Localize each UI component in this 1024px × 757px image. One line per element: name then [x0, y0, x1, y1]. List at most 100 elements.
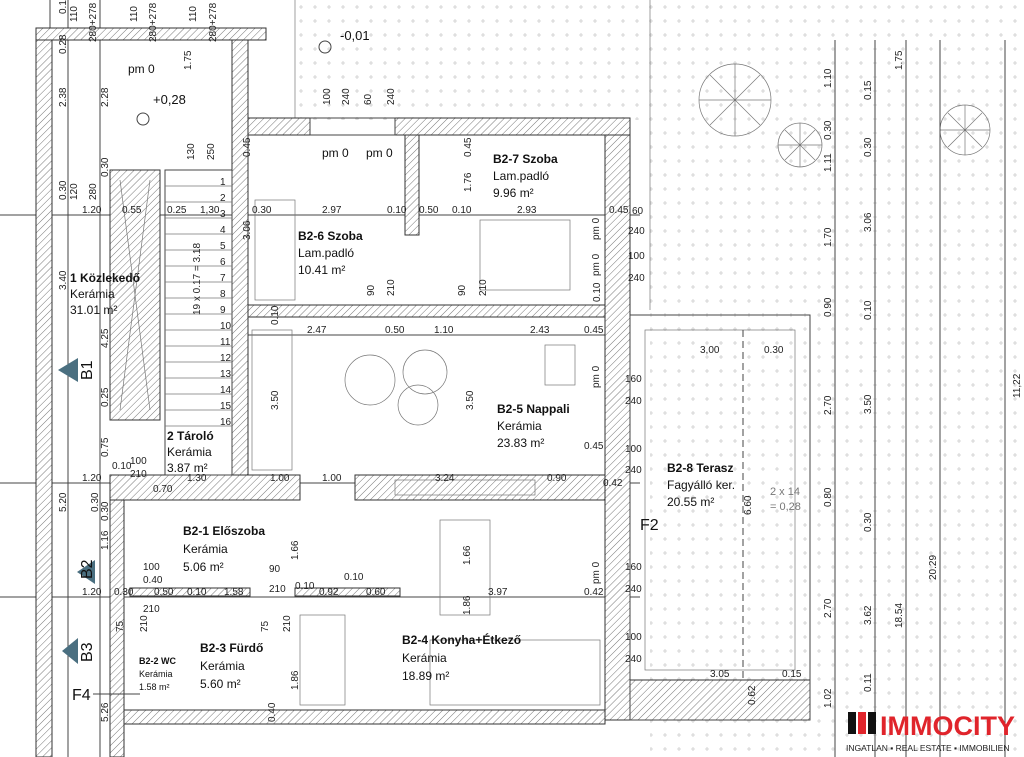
dimension-label: 0.11	[863, 673, 874, 692]
dimension-label: 0.10	[387, 205, 407, 216]
dimension-label: 110	[129, 6, 140, 22]
room-material: Kerámia	[139, 669, 173, 679]
room-title: 1 Közlekedő	[70, 271, 140, 285]
room-material: Kerámia	[402, 651, 447, 665]
dimension-label: 240	[628, 226, 645, 237]
dimension-label: 5.26	[100, 702, 111, 722]
dimension-label: pm 0	[591, 365, 602, 388]
dimension-label: 3,00	[700, 345, 720, 356]
stair-step-number: 12	[220, 353, 232, 364]
dimension-label: 0.15	[863, 80, 874, 100]
section-marker-f4: F4	[72, 687, 91, 704]
dimension-label: 0.25	[167, 205, 187, 216]
terrace-outline	[629, 314, 811, 721]
dimension-label: 0.30	[252, 205, 272, 216]
dimension-label: pm 0	[591, 217, 602, 240]
stair-step-number: 8	[220, 289, 226, 300]
room-material: Lam.padló	[493, 169, 549, 183]
dimension-label: 0.25	[100, 387, 111, 407]
stair-step-number: 3	[220, 209, 226, 220]
dimension-label: 210	[139, 615, 150, 632]
dimension-label: 210	[269, 584, 286, 595]
dimension-label: 100	[143, 562, 160, 573]
stair-step-number: 9	[220, 305, 226, 316]
tree-icon	[698, 63, 991, 168]
dimension-label: 240	[628, 273, 645, 284]
dimension-label: 280+278	[88, 2, 99, 42]
dimension-label: 1.30	[187, 473, 207, 484]
room-title: B2-5 Nappali	[497, 402, 570, 416]
dimension-label: 0.10	[58, 0, 69, 14]
dimension-label: 3.50	[863, 394, 874, 414]
section-marker-b2: B2	[79, 559, 96, 579]
level-label: pm 0	[322, 146, 349, 160]
section-marker-b3: B3	[79, 642, 96, 662]
level-label: pm 0	[366, 146, 393, 160]
dimension-label: 280+278	[148, 2, 159, 42]
logo-brand: IMMOCITY	[880, 711, 1015, 741]
room-area: 5.60 m²	[200, 677, 241, 691]
room-title: B2-2 WC	[139, 656, 177, 666]
dimension-label: 0.30	[100, 157, 111, 177]
dimension-label: 0.40	[143, 575, 163, 586]
dimension-label: 0.10	[295, 581, 315, 592]
room-area: 23.83 m²	[497, 436, 544, 450]
stair-formula: 19 x 0.17 = 3.18	[192, 243, 203, 315]
dimension-label: 0.30	[863, 512, 874, 532]
room-area: 31.01 m²	[70, 303, 117, 317]
dimension-label: 2.97	[322, 205, 342, 216]
dimension-label: 1.02	[823, 688, 834, 708]
dimension-label: 1.00	[270, 473, 290, 484]
dimension-label: 0.92	[319, 587, 339, 598]
dimension-label: 0.50	[419, 205, 439, 216]
dimension-label: 0.28	[58, 34, 69, 54]
dimension-label: 3.06	[242, 220, 253, 240]
dimension-label: 210	[478, 279, 489, 296]
dimension-label: 240	[386, 88, 397, 105]
stair-step-number: 14	[220, 385, 232, 396]
room-area: 10.41 m²	[298, 263, 345, 277]
dimension-label: 1.20	[82, 587, 102, 598]
section-marker-b1: B1	[79, 360, 96, 380]
dimension-label: 6.60	[743, 495, 754, 515]
dimension-label: 2.70	[823, 395, 834, 415]
dimension-label: 0.10	[112, 461, 132, 472]
dimension-label: 210	[143, 604, 160, 615]
room-material: Kerámia	[70, 287, 115, 301]
dimension-label: 240	[625, 654, 642, 665]
dimension-label: 3.24	[435, 473, 455, 484]
dimension-label: 1.11	[823, 153, 834, 172]
dimension-label: 1.16	[100, 530, 111, 550]
dimension-label: 1.86	[290, 670, 301, 690]
dimension-label: 210	[130, 469, 147, 480]
furniture	[251, 199, 601, 706]
room-title: B2-8 Terasz	[667, 461, 733, 475]
dimension-label: 1.66	[290, 540, 301, 560]
dimension-label: 0.45	[609, 205, 629, 216]
dimension-label: 0.10	[863, 300, 874, 320]
dimension-label: 0.45	[463, 137, 474, 157]
walls	[35, 27, 811, 757]
dimension-label: 240	[625, 584, 642, 595]
dimension-label: 4.25	[100, 328, 111, 348]
dimension-label: 1.86	[462, 595, 473, 615]
terrace-slope: = 0,28	[770, 501, 801, 513]
room-title: B2-4 Konyha+Étkező	[402, 632, 521, 647]
stair-step-number: 2	[220, 193, 226, 204]
dimension-label: 3.50	[465, 390, 476, 410]
dimension-label: 0.45	[242, 137, 253, 157]
dimension-label: 100	[322, 88, 333, 105]
window	[309, 117, 396, 136]
dimension-label: 0.50	[385, 325, 405, 336]
dimension-label: 0.30	[58, 180, 69, 200]
room-area: 5.06 m²	[183, 560, 224, 574]
room-title: B2-6 Szoba	[298, 229, 363, 243]
stair-step-number: 13	[220, 369, 232, 380]
dimension-label: 280+278	[208, 2, 219, 42]
dimension-label: 1.66	[462, 545, 473, 565]
dimension-label: 90	[269, 564, 281, 575]
dimension-label: 0.62	[747, 685, 758, 705]
dimension-label: 90	[457, 284, 468, 296]
dimension-label: 0.55	[122, 205, 142, 216]
